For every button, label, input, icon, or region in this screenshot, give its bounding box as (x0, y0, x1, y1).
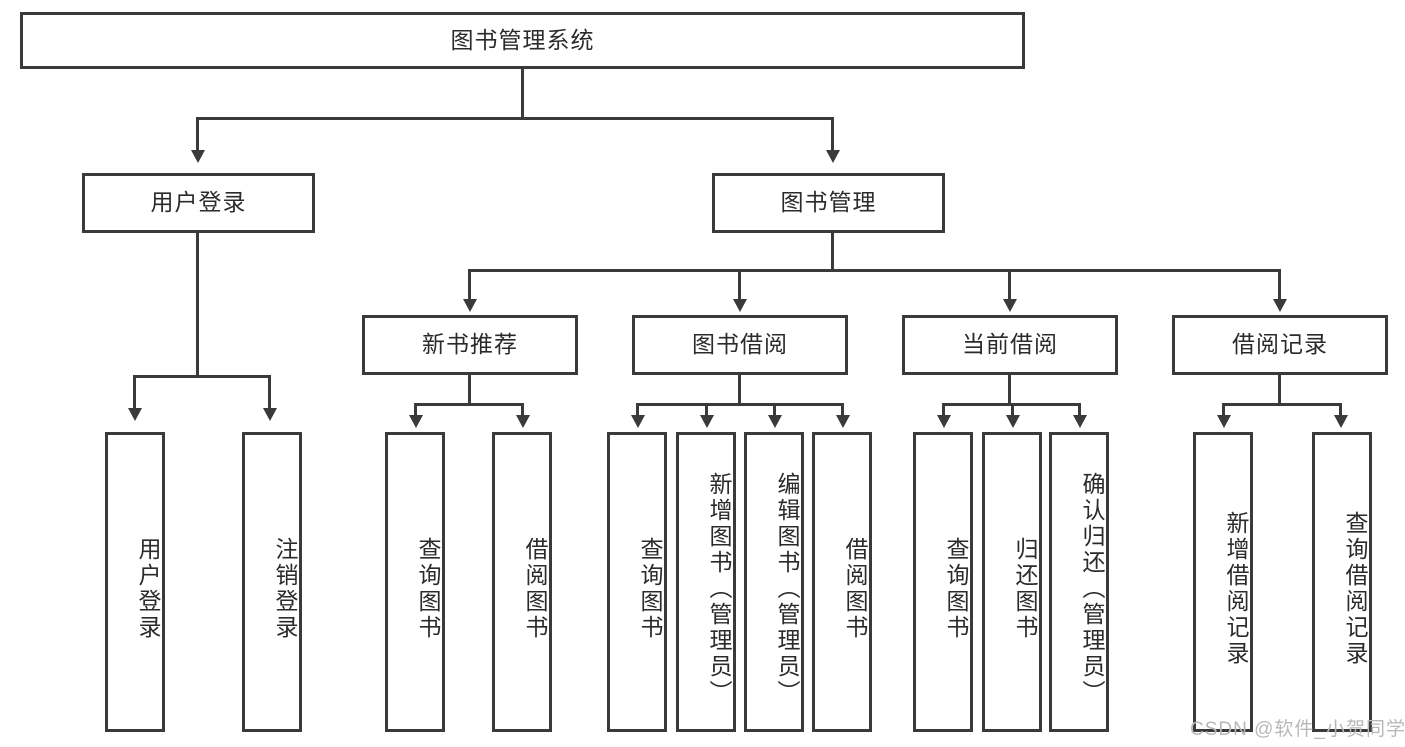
arrow-to-leaf-query-book-3 (937, 415, 951, 428)
node-user-login[interactable]: 用户登录 (82, 173, 315, 233)
node-book-management[interactable]: 图书管理 (712, 173, 945, 233)
connector-user-login-drop-1 (133, 375, 136, 410)
csdn-watermark: CSDN @软件_小贺同学 (1190, 719, 1405, 740)
node-label: 查询图书 (943, 537, 969, 641)
node-label: 图书借阅 (692, 331, 788, 358)
arrow-to-leaf-return-book (1006, 415, 1020, 428)
arrow-to-book-borrow (733, 299, 747, 312)
node-label: 编辑图书（管理员） (774, 472, 800, 706)
leaf-borrow-book-borrow[interactable]: 借阅图书 (812, 432, 872, 732)
connector-book-borrow-drop-3 (773, 403, 776, 417)
node-label: 图书管理 (780, 189, 877, 216)
node-label: 确认归还（管理员） (1079, 472, 1105, 706)
node-label: 注销登录 (272, 537, 298, 641)
connector-book-borrow-bus (636, 403, 844, 406)
connector-current-borrow-drop-3 (1078, 403, 1081, 417)
leaf-add-book-admin[interactable]: 新增图书（管理员） (676, 432, 736, 732)
leaf-logout-login[interactable]: 注销登录 (242, 432, 302, 732)
node-label: 当前借阅 (962, 331, 1058, 358)
arrow-to-leaf-query-record (1334, 415, 1348, 428)
node-label: 借阅图书 (842, 537, 868, 641)
arrow-to-new-book-rec (463, 299, 477, 312)
node-label: 新书推荐 (422, 331, 518, 358)
connector-to-book-borrow (738, 269, 741, 301)
node-label: 查询借阅记录 (1342, 511, 1368, 667)
arrow-to-user-login (191, 150, 205, 163)
connector-new-book-rec-drop-2 (521, 403, 524, 417)
arrow-to-leaf-borrow-book-1 (516, 415, 530, 428)
node-new-book-recommendation[interactable]: 新书推荐 (362, 315, 578, 375)
arrow-to-borrow-record (1273, 299, 1287, 312)
leaf-add-borrow-record[interactable]: 新增借阅记录 (1193, 432, 1253, 732)
connector-new-book-rec-bus (414, 403, 524, 406)
arrow-to-leaf-add-book (700, 415, 714, 428)
connector-current-borrow-drop-1 (942, 403, 945, 417)
node-root-book-management-system[interactable]: 图书管理系统 (20, 12, 1025, 69)
connector-user-login-stem (196, 233, 199, 378)
connector-current-borrow-drop-2 (1011, 403, 1014, 417)
connector-borrow-record-drop-2 (1339, 403, 1342, 417)
node-book-borrow[interactable]: 图书借阅 (632, 315, 848, 375)
connector-borrow-record-drop-1 (1222, 403, 1225, 417)
leaf-query-book-current[interactable]: 查询图书 (913, 432, 973, 732)
connector-book-borrow-drop-1 (636, 403, 639, 417)
connector-book-manage-bus (468, 269, 1280, 272)
arrow-to-leaf-confirm-return (1073, 415, 1087, 428)
connector-user-login-drop-2 (268, 375, 271, 410)
connector-root-bus (196, 117, 834, 120)
connector-current-borrow-stem (1008, 375, 1011, 405)
connector-book-manage-stem (831, 233, 834, 271)
arrow-to-leaf-user-login (128, 408, 142, 421)
node-label: 借阅记录 (1232, 331, 1328, 358)
node-label: 新增图书（管理员） (706, 472, 732, 706)
node-current-borrow[interactable]: 当前借阅 (902, 315, 1118, 375)
leaf-edit-book-admin[interactable]: 编辑图书（管理员） (744, 432, 804, 732)
connector-borrow-record-stem (1278, 375, 1281, 405)
connector-to-current-borrow (1008, 269, 1011, 301)
connector-root-to-book-manage (831, 117, 834, 152)
connector-new-book-rec-stem (468, 375, 471, 405)
leaf-return-book[interactable]: 归还图书 (982, 432, 1042, 732)
connector-root-stem (521, 69, 524, 119)
node-label: 新增借阅记录 (1223, 511, 1249, 667)
arrow-to-current-borrow (1003, 299, 1017, 312)
connector-book-borrow-stem (738, 375, 741, 405)
leaf-confirm-return-admin[interactable]: 确认归还（管理员） (1049, 432, 1109, 732)
node-label: 图书管理系统 (450, 26, 595, 53)
connector-to-new-book-rec (468, 269, 471, 301)
node-label: 查询图书 (415, 537, 441, 641)
node-label: 查询图书 (637, 537, 663, 641)
connector-book-borrow-drop-4 (841, 403, 844, 417)
leaf-query-borrow-record[interactable]: 查询借阅记录 (1312, 432, 1372, 732)
arrow-to-book-manage (826, 150, 840, 163)
arrow-to-leaf-borrow-book-2 (836, 415, 850, 428)
connector-borrow-record-bus (1222, 403, 1342, 406)
connector-new-book-rec-drop-1 (414, 403, 417, 417)
node-label: 借阅图书 (522, 537, 548, 641)
connector-to-borrow-record (1278, 269, 1281, 301)
arrow-to-leaf-query-book-1 (409, 415, 423, 428)
leaf-query-book-new-rec[interactable]: 查询图书 (385, 432, 445, 732)
connector-user-login-bus (133, 375, 270, 378)
arrow-to-leaf-logout-login (263, 408, 277, 421)
arrow-to-leaf-add-record (1217, 415, 1231, 428)
node-label: 用户登录 (135, 537, 161, 641)
leaf-user-login[interactable]: 用户登录 (105, 432, 165, 732)
connector-root-to-user-login (196, 117, 199, 152)
node-label: 用户登录 (150, 189, 247, 216)
leaf-query-book-borrow[interactable]: 查询图书 (607, 432, 667, 732)
arrow-to-leaf-query-book-2 (631, 415, 645, 428)
node-label: 归还图书 (1012, 537, 1038, 641)
connector-book-borrow-drop-2 (705, 403, 708, 417)
arrow-to-leaf-edit-book (768, 415, 782, 428)
leaf-borrow-book-new-rec[interactable]: 借阅图书 (492, 432, 552, 732)
node-borrow-record[interactable]: 借阅记录 (1172, 315, 1388, 375)
